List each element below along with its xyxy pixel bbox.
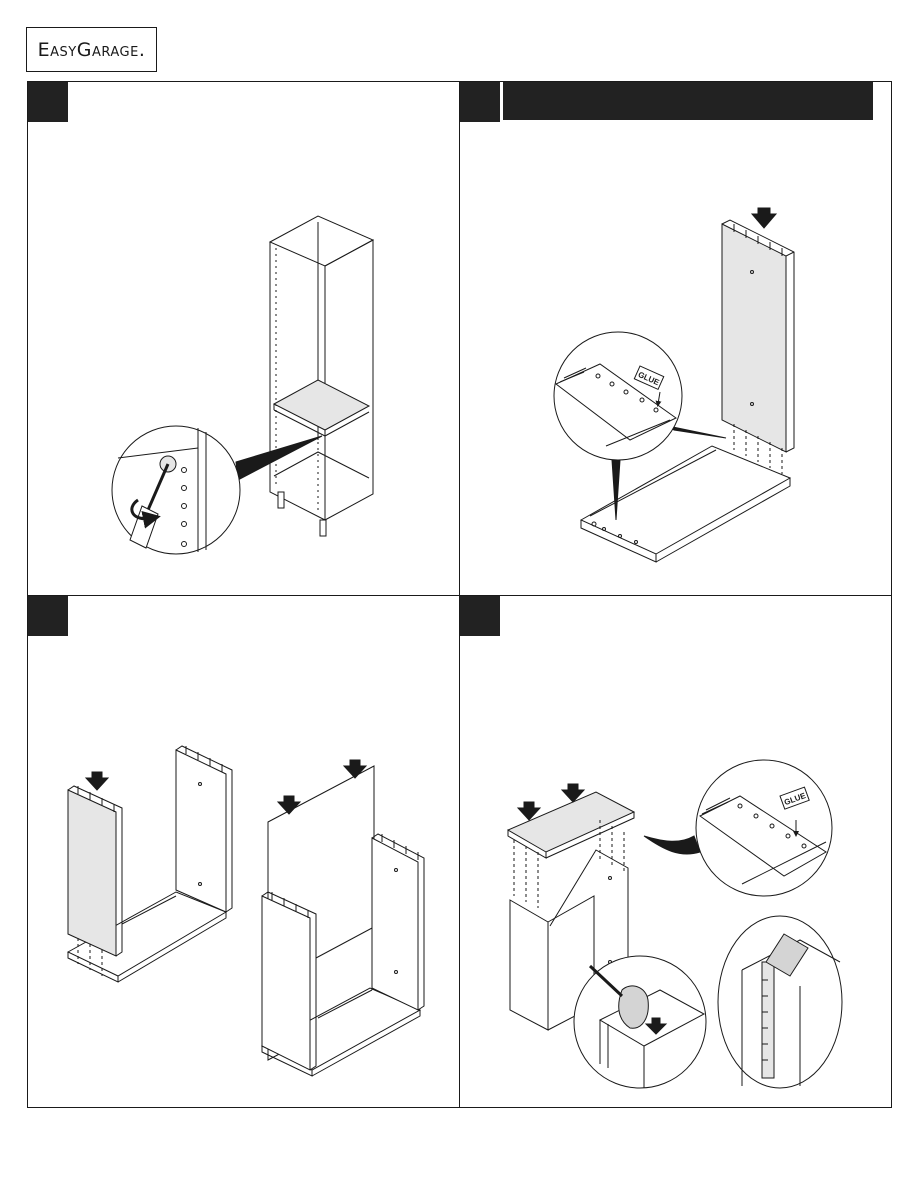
top-install-illustration: GLUE: [508, 760, 842, 1088]
side-panel-base-illustration: GLUE: [554, 208, 794, 562]
cabinet-frame-illustration-left: [68, 746, 232, 982]
tall-cabinet-illustration: [112, 216, 373, 554]
cabinet-frame-illustration-right: [262, 760, 424, 1076]
